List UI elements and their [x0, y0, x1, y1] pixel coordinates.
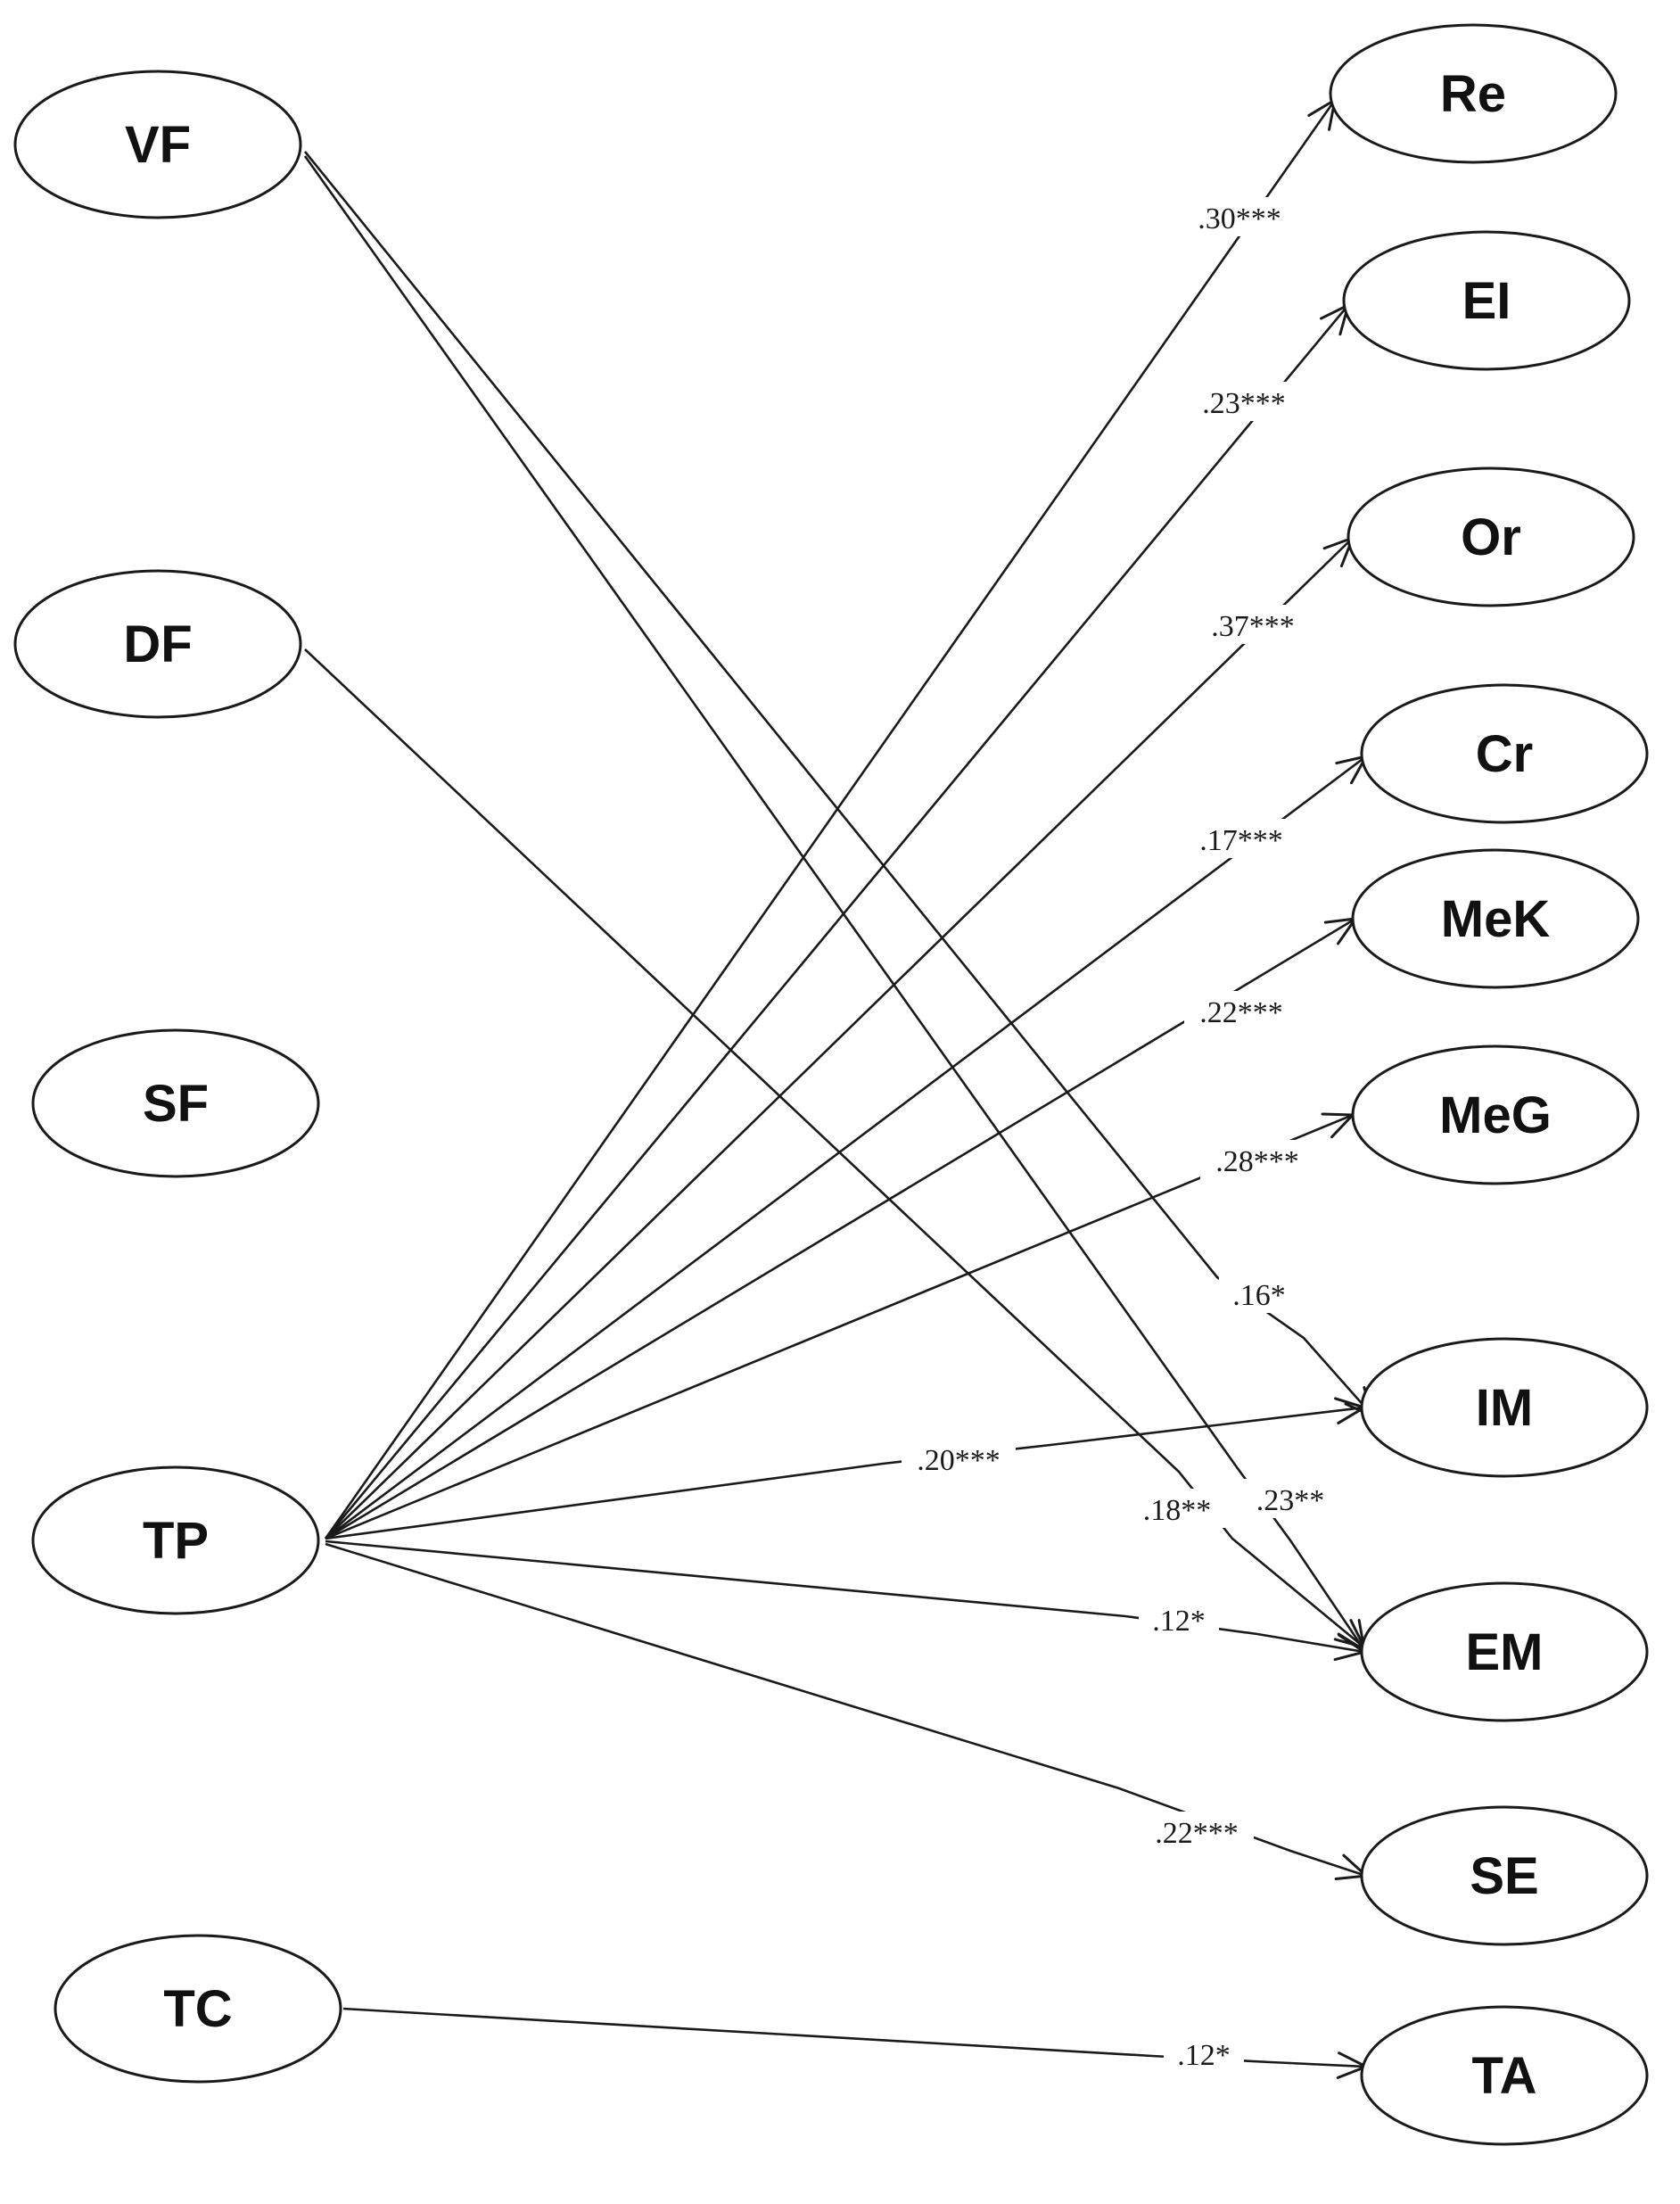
coefficient-label-df-em: .18** — [1128, 1489, 1226, 1528]
path-line — [325, 1113, 1354, 1540]
path-vf-to-im — [303, 151, 1375, 1418]
node-label: TP — [143, 1512, 209, 1570]
path-tp-to-meg — [325, 1112, 1355, 1540]
node-label: MeK — [1441, 890, 1551, 948]
node-label: MeG — [1439, 1086, 1552, 1144]
coefficient-value: .22*** — [1155, 1817, 1239, 1850]
node-label: SE — [1470, 1847, 1538, 1905]
coefficient-label-tp-meg: .28*** — [1200, 1140, 1314, 1179]
path-line — [325, 755, 1367, 1540]
node-label: DF — [123, 615, 192, 673]
coefficient-value: .22*** — [1199, 996, 1283, 1029]
node-label: Or — [1461, 508, 1521, 566]
node-ta: TA — [1360, 2005, 1649, 2146]
path-line — [324, 99, 1337, 1539]
path-line — [324, 304, 1350, 1539]
coefficient-label-tp-em: .12* — [1139, 1599, 1219, 1639]
node-re: Re — [1329, 23, 1618, 164]
coefficient-label-tp-or: .37*** — [1196, 605, 1310, 644]
node-label: TA — [1471, 2047, 1536, 2105]
coefficient-label-tp-re: .30*** — [1182, 197, 1297, 236]
node-label: VF — [125, 116, 191, 174]
node-meg: MeG — [1351, 1044, 1640, 1185]
coefficient-label-backdrop — [1219, 1274, 1299, 1313]
node-ellipse — [1351, 1044, 1640, 1185]
coefficient-value: .30*** — [1198, 202, 1281, 235]
coefficient-label-backdrop — [1182, 197, 1297, 236]
coefficient-label-tp-se: .22*** — [1140, 1812, 1254, 1851]
node-ellipse — [1360, 683, 1649, 824]
coefficient-label-backdrop — [1128, 1489, 1226, 1528]
coefficient-label-tp-ei: .23*** — [1187, 382, 1301, 421]
path-line — [303, 151, 1374, 1417]
node-tp: TP — [31, 1465, 320, 1615]
coefficient-value: .16* — [1232, 1279, 1286, 1312]
path-line — [325, 537, 1354, 1539]
node-label: IM — [1476, 1379, 1533, 1437]
coefficient-value: .17*** — [1199, 824, 1283, 857]
node-ellipse — [1360, 1337, 1649, 1478]
coefficient-label-backdrop — [1184, 819, 1298, 858]
node-ellipse — [13, 569, 302, 719]
coefficient-label-backdrop — [1184, 991, 1298, 1030]
coefficient-label-vf-im: .16* — [1219, 1274, 1299, 1313]
coefficient-label-tp-cr: .17*** — [1184, 819, 1298, 858]
coefficient-label-vf-em: .23** — [1241, 1479, 1339, 1518]
node-em: EM — [1360, 1581, 1649, 1722]
coefficient-label-backdrop — [902, 1439, 1016, 1478]
coefficient-label-backdrop — [1200, 1140, 1314, 1179]
node-ei: EI — [1342, 230, 1631, 371]
coefficient-value: .12* — [1177, 2039, 1231, 2072]
node-ellipse — [1346, 466, 1635, 607]
coefficient-label-backdrop — [1139, 1599, 1219, 1639]
coefficient-label-tc-ta: .12* — [1164, 2034, 1244, 2073]
node-ellipse — [54, 1934, 342, 2084]
node-ellipse — [1342, 230, 1631, 371]
coefficient-value: .12* — [1152, 1605, 1206, 1638]
node-ellipse — [1329, 23, 1618, 164]
path-line — [325, 917, 1356, 1540]
coefficient-value: .28*** — [1215, 1145, 1299, 1178]
coefficient-label-backdrop — [1140, 1812, 1254, 1851]
node-ellipse — [1360, 1581, 1649, 1722]
node-ellipse — [31, 1028, 320, 1178]
coefficient-label-tp-mek: .22*** — [1184, 991, 1298, 1030]
coefficient-label-backdrop — [1187, 382, 1301, 421]
node-ellipse — [13, 70, 302, 219]
node-im: IM — [1360, 1337, 1649, 1478]
node-ellipse — [1360, 1805, 1649, 1946]
coefficient-value: .37*** — [1211, 610, 1295, 643]
coefficient-label-backdrop — [1196, 605, 1310, 644]
node-label: SF — [143, 1075, 209, 1133]
node-df: DF — [13, 569, 302, 719]
coefficient-value: .23** — [1256, 1484, 1325, 1517]
node-sf: SF — [31, 1028, 320, 1178]
coefficient-label-backdrop — [1241, 1479, 1339, 1518]
path-tp-to-ei — [324, 303, 1350, 1539]
coefficient-value: .20*** — [917, 1444, 1001, 1477]
node-label: EM — [1466, 1623, 1544, 1681]
node-mek: MeK — [1351, 848, 1640, 989]
node-or: Or — [1346, 466, 1635, 607]
node-tc: TC — [54, 1934, 342, 2084]
node-ellipse — [1351, 848, 1640, 989]
coefficient-value: .23*** — [1202, 387, 1286, 420]
path-tp-to-or — [325, 536, 1355, 1539]
coefficient-labels-layer: .30*** .23*** .37*** .17*** .22*** .28*** .16*… — [902, 197, 1339, 2073]
node-label: Cr — [1476, 725, 1533, 783]
node-cr: Cr — [1360, 683, 1649, 824]
node-vf: VF — [13, 70, 302, 219]
node-label: TC — [163, 1980, 232, 2038]
path-tp-to-re — [324, 98, 1337, 1539]
coefficient-label-backdrop — [1164, 2034, 1244, 2073]
node-ellipse — [31, 1465, 320, 1615]
node-ellipse — [1360, 2005, 1649, 2146]
node-label: Re — [1440, 65, 1506, 123]
node-se: SE — [1360, 1805, 1649, 1946]
coefficient-label-tp-im: .20*** — [902, 1439, 1016, 1478]
node-label: EI — [1462, 272, 1511, 330]
coefficient-value: .18** — [1143, 1494, 1212, 1527]
